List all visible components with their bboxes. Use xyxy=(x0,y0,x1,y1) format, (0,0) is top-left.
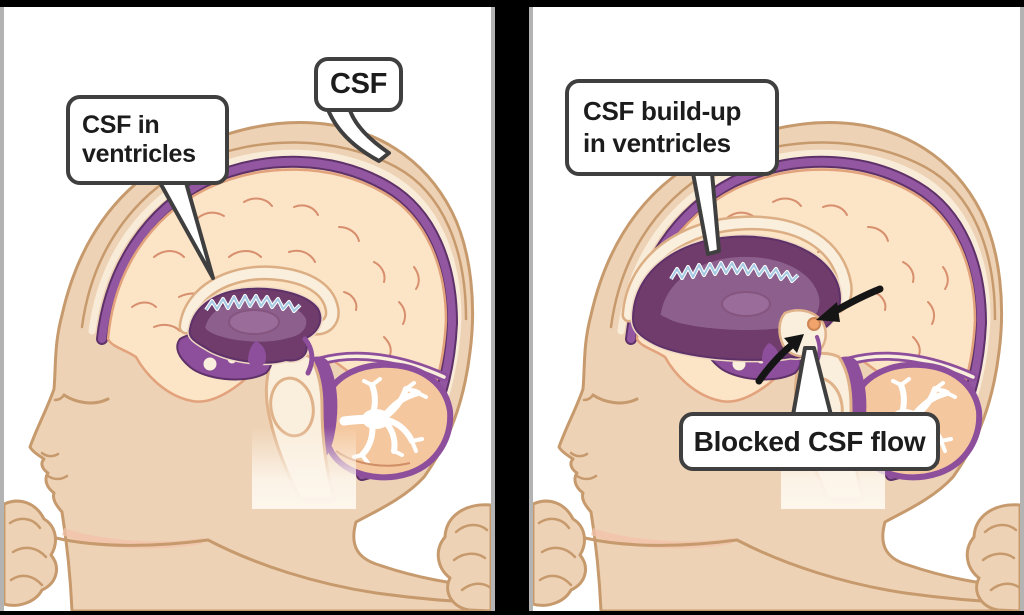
panel-normal: CSF in ventricles CSF xyxy=(4,7,491,611)
callout-text: CSF xyxy=(329,68,388,100)
thalamus xyxy=(721,291,771,317)
callout-csf: CSF xyxy=(314,57,403,112)
corpus-callosum xyxy=(181,267,338,334)
choroid-plexus xyxy=(670,262,799,282)
frame-right-strip xyxy=(1020,7,1024,611)
thalamus xyxy=(228,309,280,335)
blockage-dot xyxy=(807,317,821,331)
panel-hydrocephalus: CSF build-up in ventricles Blocked CSF f… xyxy=(533,7,1020,611)
callout-text: Blocked CSF flow xyxy=(693,425,926,457)
panel-divider xyxy=(495,7,529,611)
corpus-callosum xyxy=(624,217,851,320)
callout-csf-buildup: CSF build-up in ventricles xyxy=(565,79,779,176)
choroid-plexus xyxy=(205,295,301,312)
illustration-normal-infant xyxy=(4,105,491,611)
arrow-head-lower xyxy=(784,334,804,353)
frame-left-strip xyxy=(0,7,4,611)
divider-gray-right xyxy=(529,7,533,611)
callout-text: CSF build-up xyxy=(583,96,742,127)
lateral-ventricle-enlarged xyxy=(621,215,853,367)
callout-tail-csf xyxy=(325,105,391,163)
callout-text: CSF in xyxy=(82,110,160,139)
divider-gray-left xyxy=(491,7,495,611)
aqueduct-open xyxy=(302,336,315,376)
lateral-ventricle-normal xyxy=(178,265,340,376)
third-ventricle xyxy=(248,341,266,367)
illustration-hydrocephalus-infant xyxy=(533,121,1020,611)
callout-csf-in-ventricles: CSF in ventricles xyxy=(66,95,229,185)
callout-blocked-csf-flow: Blocked CSF flow xyxy=(679,412,940,471)
blocked-flow-arrows xyxy=(755,285,884,385)
arrow-head-upper xyxy=(816,302,840,322)
